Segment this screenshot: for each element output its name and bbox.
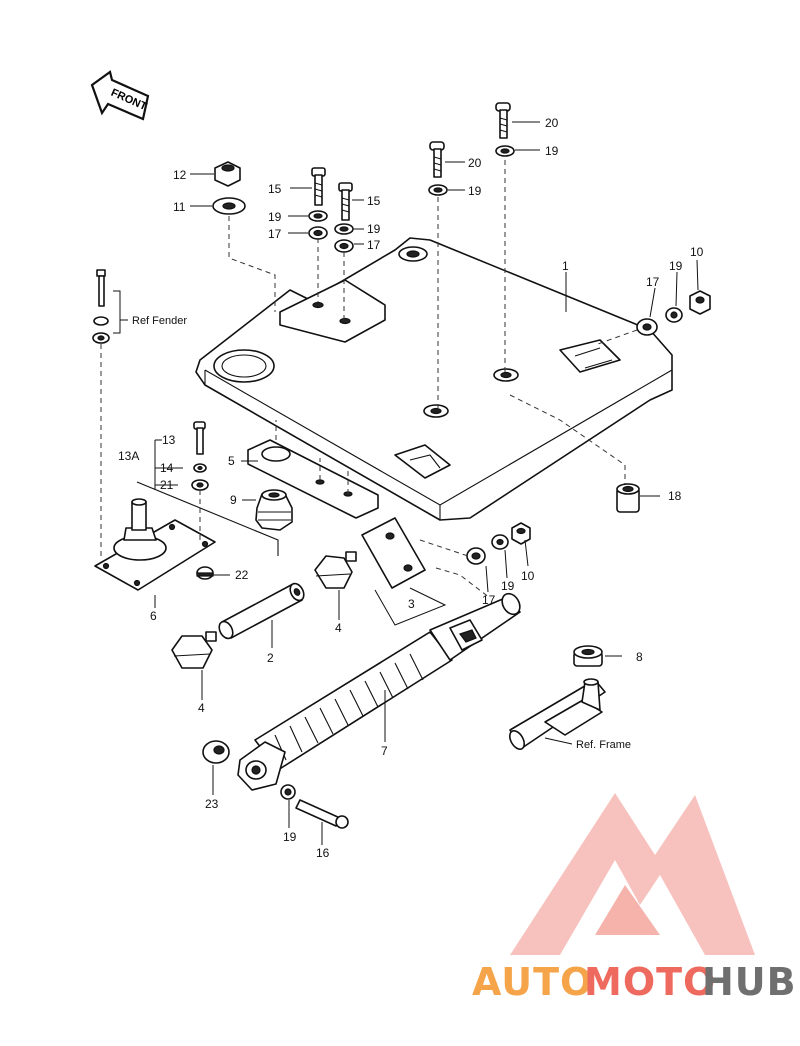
- label-17: 17: [268, 227, 282, 241]
- fender-bolt: [92, 269, 110, 344]
- label-19: 19: [283, 830, 297, 844]
- ref-fender-label: Ref Fender: [132, 315, 187, 327]
- bolt-13: [191, 421, 209, 491]
- label-9: 9: [230, 493, 237, 507]
- bolt-20-left: [429, 141, 445, 178]
- label-11: 11: [173, 200, 186, 214]
- label-17: 17: [646, 275, 660, 289]
- watermark-hub: HUB: [702, 960, 797, 1004]
- bracket-5: [247, 439, 379, 519]
- main-plate: [195, 237, 673, 521]
- label-4: 4: [198, 701, 205, 715]
- label-16: 16: [316, 846, 330, 860]
- label-14: 14: [160, 461, 174, 475]
- bolt-20-right: [495, 102, 511, 139]
- collar-2: [218, 582, 305, 640]
- ref-frame-label: Ref. Frame: [576, 739, 631, 751]
- label-23: 23: [205, 797, 219, 811]
- front-arrow-badge: FRONT: [90, 70, 150, 121]
- lower-bolt-16: [280, 784, 349, 829]
- label-1: 1: [562, 259, 569, 273]
- label-12: 12: [173, 168, 187, 182]
- plate-3: [361, 517, 426, 589]
- label-19: 19: [501, 579, 515, 593]
- watermark-auto: AUTO: [472, 960, 593, 1004]
- shock-absorber-7: [237, 592, 521, 791]
- label-19: 19: [669, 259, 683, 273]
- leader-lines: [113, 121, 699, 845]
- nut-12: [214, 161, 241, 187]
- watermark-logo: [510, 793, 755, 955]
- label-22: 22: [235, 568, 249, 582]
- label-18: 18: [668, 489, 682, 503]
- label-13a: 13A: [118, 449, 139, 463]
- washers: [212, 145, 515, 253]
- bolt-15-left: [311, 167, 326, 206]
- part-labels: 20 19 20 19 12 11 15 15 19 17 19 17 1 17…: [118, 116, 704, 860]
- mount-6: [94, 498, 216, 591]
- bushing-23: [202, 740, 230, 764]
- label-17: 17: [482, 593, 496, 607]
- label-21: 21: [160, 478, 174, 492]
- label-10: 10: [690, 245, 704, 259]
- label-13: 13: [162, 433, 176, 447]
- right-hardware: [636, 290, 711, 336]
- label-8: 8: [636, 650, 643, 664]
- bolt-15-right: [338, 182, 353, 221]
- label-19: 19: [468, 184, 482, 198]
- watermark-moto: MOTO: [584, 960, 716, 1004]
- watermark-text: AUTO MOTO HUB: [472, 960, 797, 1004]
- middle-hardware: [466, 522, 531, 565]
- label-15: 15: [367, 194, 381, 208]
- label-19: 19: [268, 210, 282, 224]
- label-2: 2: [267, 651, 274, 665]
- label-20: 20: [545, 116, 559, 130]
- label-10: 10: [521, 569, 535, 583]
- spacer-18: [616, 483, 640, 513]
- damper-4-upper: [314, 551, 357, 589]
- frame-bracket: [508, 678, 606, 750]
- damper-4-lower: [171, 631, 217, 669]
- rubber-9: [255, 489, 293, 531]
- label-20: 20: [468, 156, 482, 170]
- label-19: 19: [545, 144, 559, 158]
- label-15: 15: [268, 182, 282, 196]
- label-3: 3: [408, 597, 415, 611]
- assembly-lines: [100, 160, 638, 599]
- bushing-8: [573, 645, 603, 667]
- label-6: 6: [150, 609, 157, 623]
- label-7: 7: [381, 744, 388, 758]
- cap-22: [196, 566, 214, 580]
- label-5: 5: [228, 454, 235, 468]
- label-19: 19: [367, 222, 381, 236]
- label-4: 4: [335, 621, 342, 635]
- label-17: 17: [367, 238, 381, 252]
